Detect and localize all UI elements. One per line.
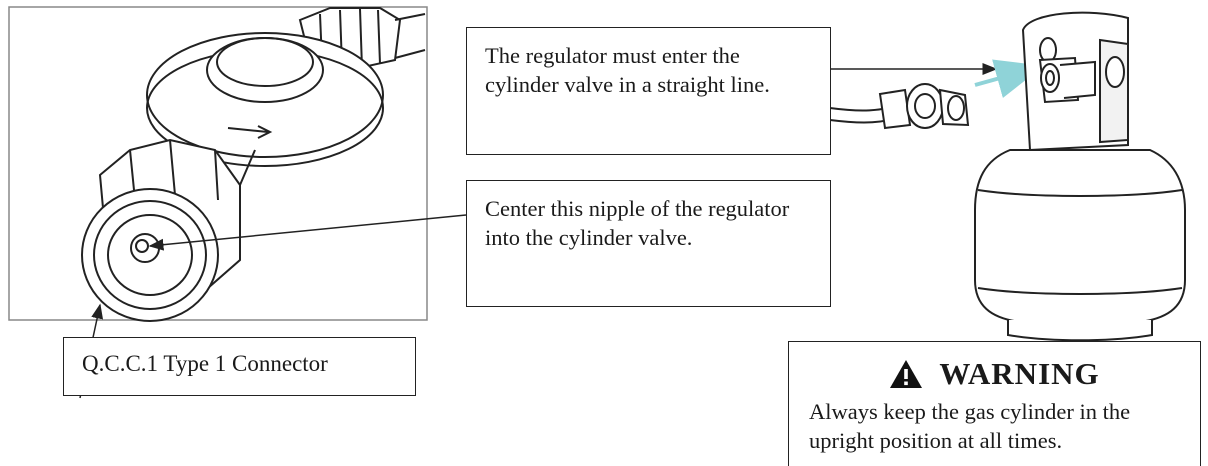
center-nipple-callout: Center this nipple of the regulator into… — [466, 180, 831, 307]
warning-title: WARNING — [939, 356, 1100, 391]
regulator-entry-callout: The regulator must enter the cylinder va… — [466, 27, 831, 155]
warning-triangle-icon — [890, 360, 923, 388]
warning-box: WARNING Always keep the gas cylinder in … — [788, 341, 1201, 466]
gas-cylinder-illustration — [974, 11, 1186, 342]
hose-illustration — [829, 83, 970, 130]
regulator-illustration — [81, 7, 426, 322]
warning-text: Always keep the gas cylinder in the upri… — [809, 399, 1131, 453]
regulator-entry-text: The regulator must enter the cylinder va… — [485, 43, 770, 97]
center-nipple-text: Center this nipple of the regulator into… — [485, 196, 790, 250]
connector-type-callout: Q.C.C.1 Type 1 Connector — [63, 337, 416, 396]
regulator-illustration-frame — [8, 6, 428, 321]
connector-type-text: Q.C.C.1 Type 1 Connector — [82, 351, 328, 376]
nipple-pointer-arrow — [148, 214, 467, 251]
